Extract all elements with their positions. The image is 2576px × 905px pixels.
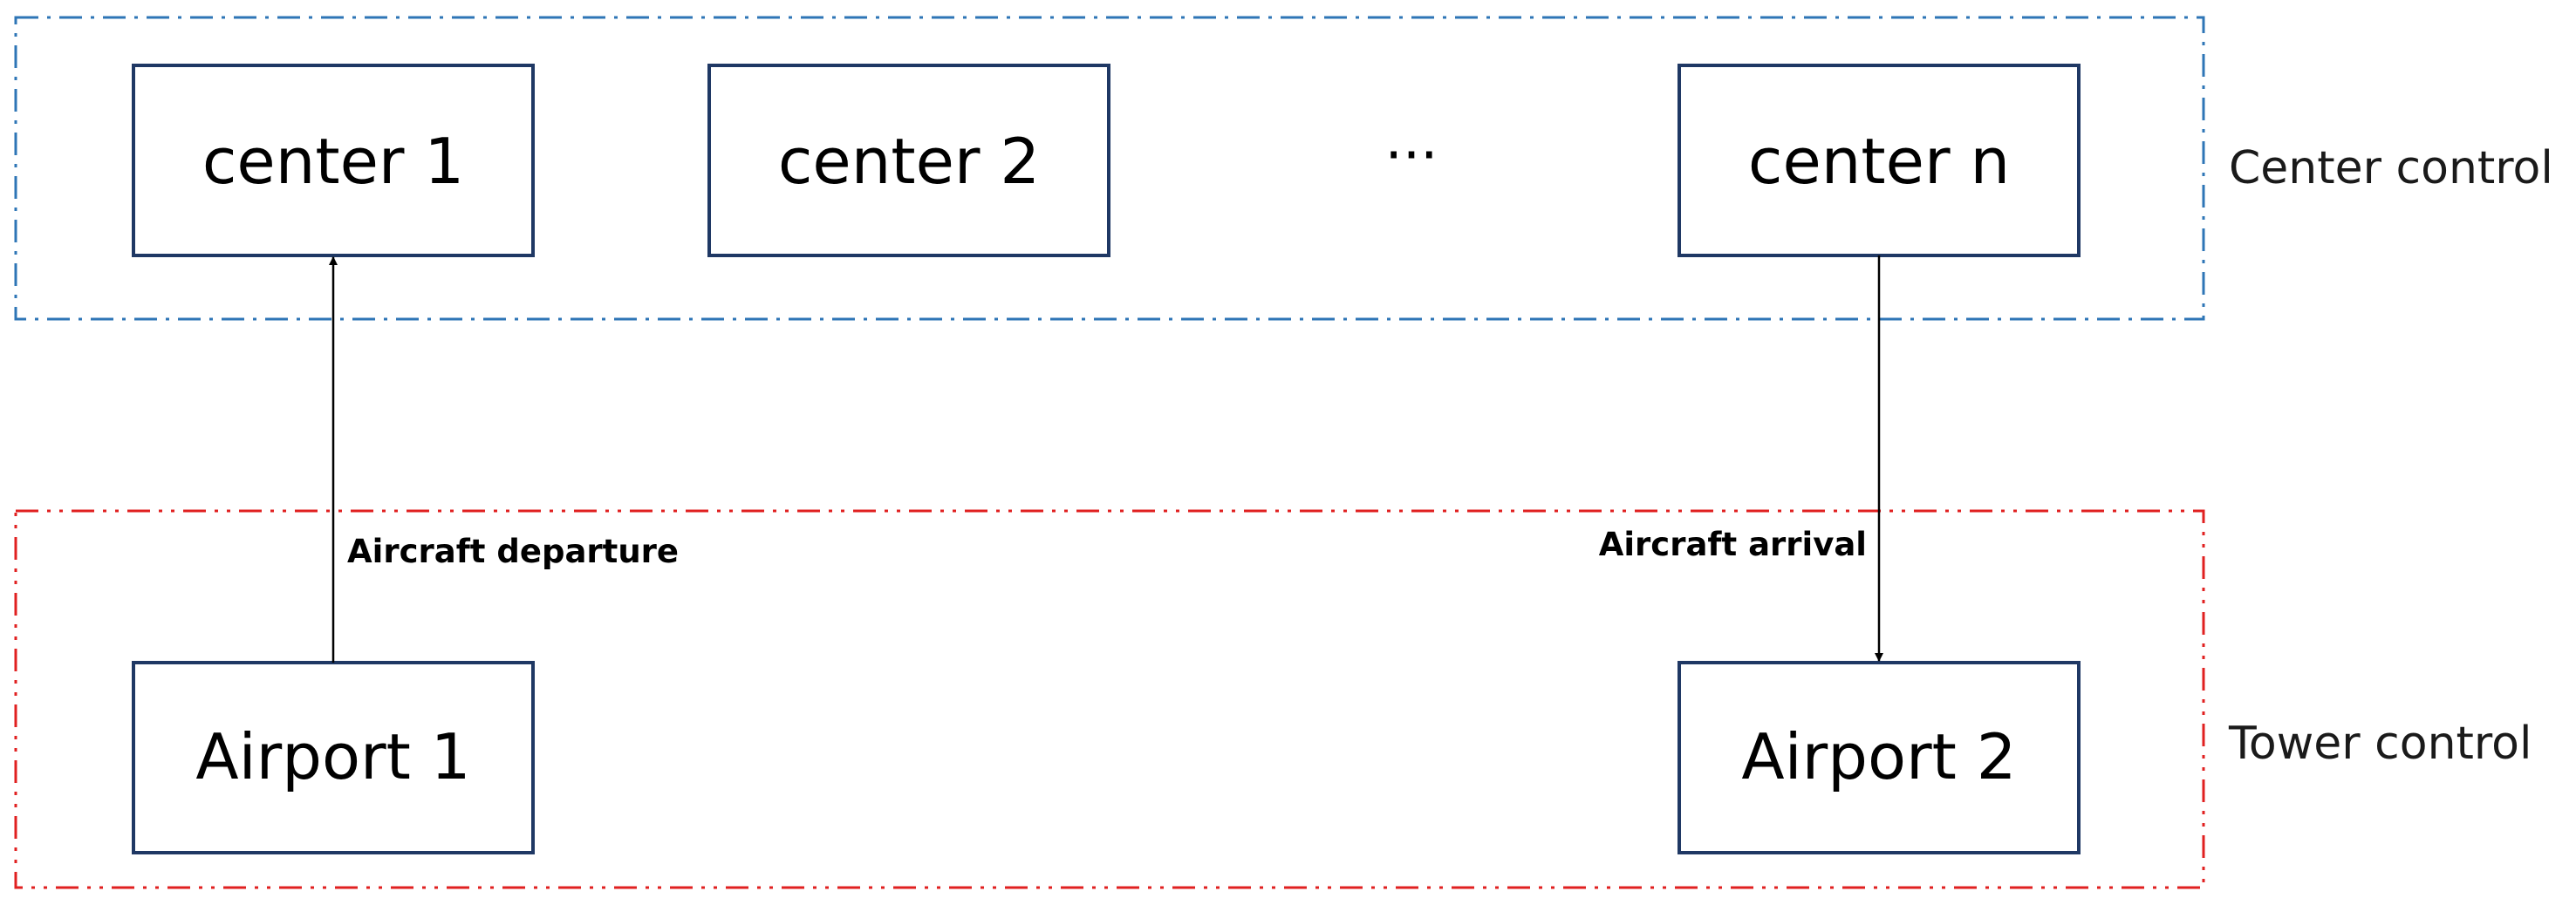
departure-label: Aircraft departure <box>347 533 679 570</box>
center-ellipsis: ··· <box>1384 124 1438 188</box>
tower-control-frame <box>14 509 2205 889</box>
airport-2-label: Airport 2 <box>1741 720 2016 793</box>
center-n-node: center n <box>1677 64 2081 257</box>
center-2-label: center 2 <box>778 125 1040 198</box>
airport-2-node: Airport 2 <box>1677 661 2081 854</box>
airport-1-label: Airport 1 <box>195 720 470 793</box>
center-1-label: center 1 <box>202 125 464 198</box>
arrival-label: Aircraft arrival <box>1599 526 1867 563</box>
airport-1-node: Airport 1 <box>132 661 535 854</box>
center-2-node: center 2 <box>707 64 1110 257</box>
center-n-label: center n <box>1748 125 2010 198</box>
tower-control-label: Tower control <box>2228 718 2532 770</box>
center-control-label: Center control <box>2229 142 2553 194</box>
center-control-frame <box>14 16 2205 321</box>
center-1-node: center 1 <box>132 64 535 257</box>
